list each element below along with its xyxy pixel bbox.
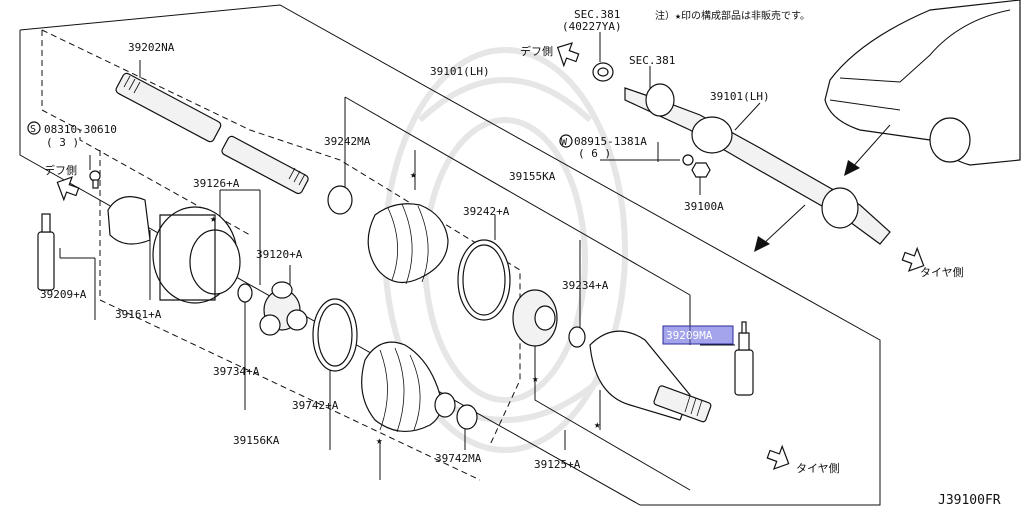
boot-band-39242[interactable] <box>457 239 511 321</box>
outer-boot-39155KA[interactable] <box>367 203 449 285</box>
frame-outer <box>19 4 881 506</box>
vehicle-illustration <box>824 0 1021 166</box>
label-08915: 08915-1381A <box>574 135 647 148</box>
inner-boot-39156KA[interactable] <box>361 341 456 433</box>
label-diff-side-left: デフ側 <box>44 163 77 177</box>
footnote-non-sale: 注）★印の構成部品は非販売です。 <box>655 9 810 22</box>
star-marker: ★ <box>410 168 417 181</box>
dashed-outline-shaft <box>41 30 251 236</box>
label-39209MA: 39209MA <box>666 329 713 342</box>
frame-joint-box <box>534 330 691 491</box>
tire-side-arrow-bottom <box>766 444 790 470</box>
label-39120A: 39120+A <box>256 248 303 261</box>
label-39155KA: 39155KA <box>509 170 556 183</box>
star-marker: ★ <box>376 434 383 447</box>
part-labels: 39202NA 08310-30610 ( 3 ) デフ側 39126+A 39… <box>40 8 1001 508</box>
inner-race-39234[interactable] <box>512 289 558 347</box>
label-08310-qty: ( 3 ) <box>46 136 79 149</box>
outer-joint-39125[interactable] <box>589 330 712 423</box>
star-marker: ★ <box>594 418 601 431</box>
star-markers: ★ ★ ★ ★ ★ <box>210 168 601 447</box>
nut-39100A[interactable] <box>691 162 711 178</box>
label-39234A: 39234+A <box>562 279 609 292</box>
circle-w-symbol: W <box>559 134 573 148</box>
spider-assembly-39120[interactable] <box>259 281 308 336</box>
label-39742A: 39742+A <box>292 399 339 412</box>
arrow-car-to-shaft <box>844 124 891 176</box>
boot-band-39242MA[interactable] <box>327 185 353 215</box>
label-39156KA: 39156KA <box>233 434 280 447</box>
label-39209A: 39209+A <box>40 288 87 301</box>
svg-text:W: W <box>561 137 568 148</box>
label-39161A: 39161+A <box>115 308 162 321</box>
boot-band-39742MA[interactable] <box>456 404 478 430</box>
label-39734A: 39734+A <box>213 365 260 378</box>
joint-housing-39161[interactable] <box>152 206 241 304</box>
washer-08915[interactable] <box>682 154 694 166</box>
label-39126A: 39126+A <box>193 177 240 190</box>
label-39101LH-left: 39101(LH) <box>430 65 490 78</box>
label-08915-qty: ( 6 ) <box>578 147 611 160</box>
label-39242A: 39242+A <box>463 205 510 218</box>
label-sec381-shaft: SEC.381 <box>629 54 675 67</box>
label-39101LH-right: 39101(LH) <box>710 90 770 103</box>
grease-tube-right[interactable] <box>734 321 754 396</box>
star-marker: ★ <box>532 372 539 385</box>
label-39202NA: 39202NA <box>128 41 175 54</box>
highlight-39209MA[interactable] <box>662 325 734 345</box>
circlip-39234[interactable] <box>568 326 586 348</box>
grease-tube-left[interactable] <box>37 213 55 291</box>
label-39242MA: 39242MA <box>324 135 371 148</box>
dust-cover[interactable] <box>107 196 151 245</box>
oil-seal-40227[interactable] <box>592 62 614 82</box>
label-tire-side-bottom: タイヤ側 <box>796 462 840 475</box>
snap-ring-39734[interactable] <box>237 283 253 303</box>
label-08310: 08310-30610 <box>44 123 117 136</box>
boot-band-39742[interactable] <box>312 298 358 372</box>
label-39742MA: 39742MA <box>435 452 482 465</box>
diff-side-arrow-top <box>556 42 580 68</box>
dashed-outline-lower <box>99 150 481 481</box>
drive-shaft-assembly[interactable] <box>624 83 891 245</box>
drawing-id: J39100FR <box>938 493 1001 508</box>
watermark-emblem <box>382 47 628 453</box>
arrow-shaft-to-parts <box>754 204 806 252</box>
intermediate-shaft[interactable] <box>115 72 310 195</box>
circle-s-symbol: S <box>27 121 41 135</box>
label-diff-side-top: デフ側 <box>520 44 553 58</box>
label-tire-side-top: タイヤ側 <box>920 266 964 279</box>
bolt-08310[interactable] <box>89 170 101 189</box>
svg-text:S: S <box>30 124 36 135</box>
star-marker: ★ <box>210 212 217 225</box>
tire-side-arrow-top <box>901 246 925 272</box>
label-sec381-top: SEC.381 <box>574 8 620 21</box>
label-39100A: 39100A <box>684 200 724 213</box>
frame-inner-lh <box>344 96 691 296</box>
label-39125A: 39125+A <box>534 458 581 471</box>
diff-side-arrow-left <box>56 176 80 202</box>
label-40227YA: (40227YA) <box>562 20 622 33</box>
